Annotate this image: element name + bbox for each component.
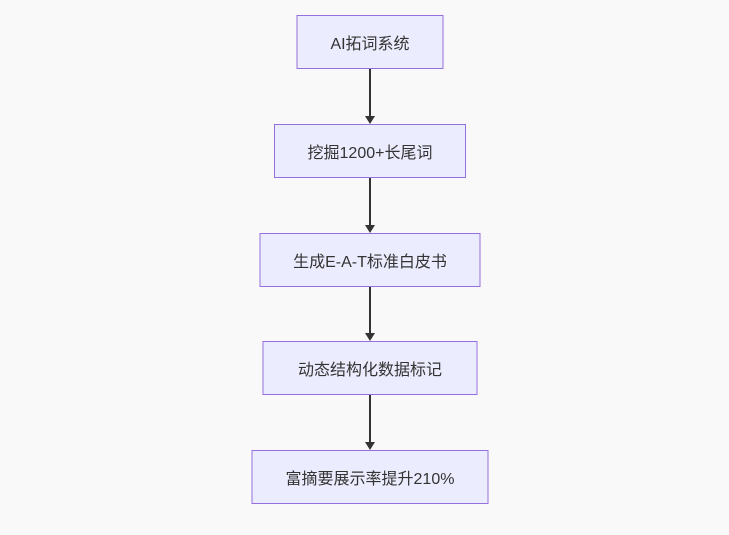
node-label: AI拓词系统 xyxy=(330,36,410,53)
node-label: 富摘要展示率提升210% xyxy=(285,471,455,488)
flowchart-node-ai-expansion: AI拓词系统 xyxy=(296,15,444,69)
arrow-shaft xyxy=(369,178,371,225)
flowchart-node-eat-whitepaper: 生成E-A-T标准白皮书 xyxy=(259,233,481,287)
arrow-shaft xyxy=(369,395,371,442)
arrowhead-icon xyxy=(365,225,375,233)
arrow-shaft xyxy=(369,69,371,116)
arrow-shaft xyxy=(369,287,371,333)
arrow-down-icon xyxy=(365,178,375,233)
node-label: 生成E-A-T标准白皮书 xyxy=(293,254,447,271)
flowchart-node-structured-data: 动态结构化数据标记 xyxy=(262,341,478,395)
arrow-down-icon xyxy=(365,395,375,450)
flowchart-node-rich-snippet-result: 富摘要展示率提升210% xyxy=(251,450,489,504)
flowchart-node-longtail-mining: 挖掘1200+长尾词 xyxy=(274,124,466,178)
arrow-down-icon xyxy=(365,69,375,124)
arrowhead-icon xyxy=(365,442,375,450)
node-label: 挖掘1200+长尾词 xyxy=(307,145,433,162)
arrowhead-icon xyxy=(365,333,375,341)
node-label: 动态结构化数据标记 xyxy=(297,362,442,379)
arrowhead-icon xyxy=(365,116,375,124)
arrow-down-icon xyxy=(365,287,375,341)
